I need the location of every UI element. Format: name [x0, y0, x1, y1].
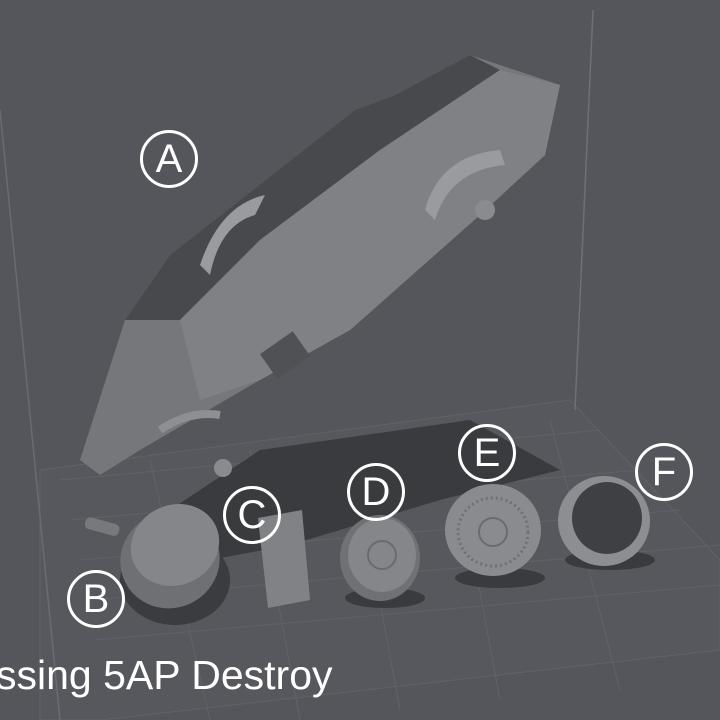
part-label-e: E — [458, 424, 516, 482]
cogged-wheel-model — [340, 515, 425, 608]
turret-model — [84, 504, 230, 625]
hull-model — [80, 55, 560, 477]
part-label-f: F — [635, 443, 693, 501]
caption-text: ssing 5AP Destroy — [0, 652, 333, 698]
part-label-b: B — [67, 570, 125, 628]
frame-line — [574, 9, 594, 411]
part-label-a: A — [140, 130, 198, 188]
spoked-wheel-model — [445, 484, 545, 588]
part-label-c: C — [223, 486, 281, 544]
frame-line — [0, 109, 61, 720]
tire-ring-model — [558, 476, 655, 570]
part-label-d: D — [347, 463, 405, 521]
